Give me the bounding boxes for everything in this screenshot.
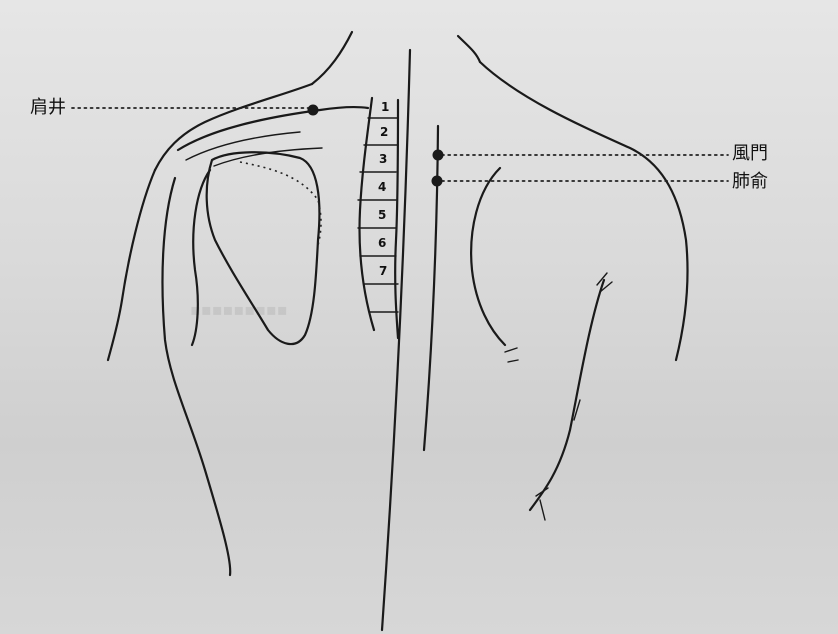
clavicle-outline bbox=[178, 107, 368, 150]
right-arm-crease bbox=[536, 273, 612, 520]
right-arm-inner-outline bbox=[530, 280, 604, 510]
left-arm-inner-outline bbox=[162, 178, 230, 575]
right-neck-outline bbox=[458, 36, 480, 62]
scapula-outline bbox=[207, 152, 320, 344]
jianjing-label: 肩井 bbox=[30, 98, 66, 118]
right-shoulder-outline bbox=[480, 62, 688, 360]
meridian-vertical-line bbox=[424, 126, 438, 450]
jianjing-point bbox=[308, 105, 319, 116]
vertebra-number: 2 bbox=[380, 125, 388, 139]
vertebra-number: 3 bbox=[379, 152, 387, 166]
left-neck-outline bbox=[312, 32, 352, 84]
feishu-label: 肺俞 bbox=[732, 172, 768, 192]
left-outer-arm-outline bbox=[108, 170, 155, 360]
vertebra-number: 7 bbox=[379, 264, 387, 278]
fengmen-label: 風門 bbox=[732, 144, 768, 164]
vertebra-number: 6 bbox=[378, 236, 386, 250]
fengmen-point bbox=[433, 150, 444, 161]
spine-column: 1 2 3 4 5 6 7 bbox=[358, 98, 398, 338]
vertebra-number: 5 bbox=[378, 208, 386, 222]
right-scapula-mark bbox=[505, 348, 518, 362]
vertebra-number: 1 bbox=[381, 100, 389, 114]
vertebra-number: 4 bbox=[378, 180, 386, 194]
scapula-spine-dashed bbox=[240, 162, 321, 245]
feishu-point bbox=[432, 176, 443, 187]
right-scapula-outline bbox=[471, 168, 505, 345]
